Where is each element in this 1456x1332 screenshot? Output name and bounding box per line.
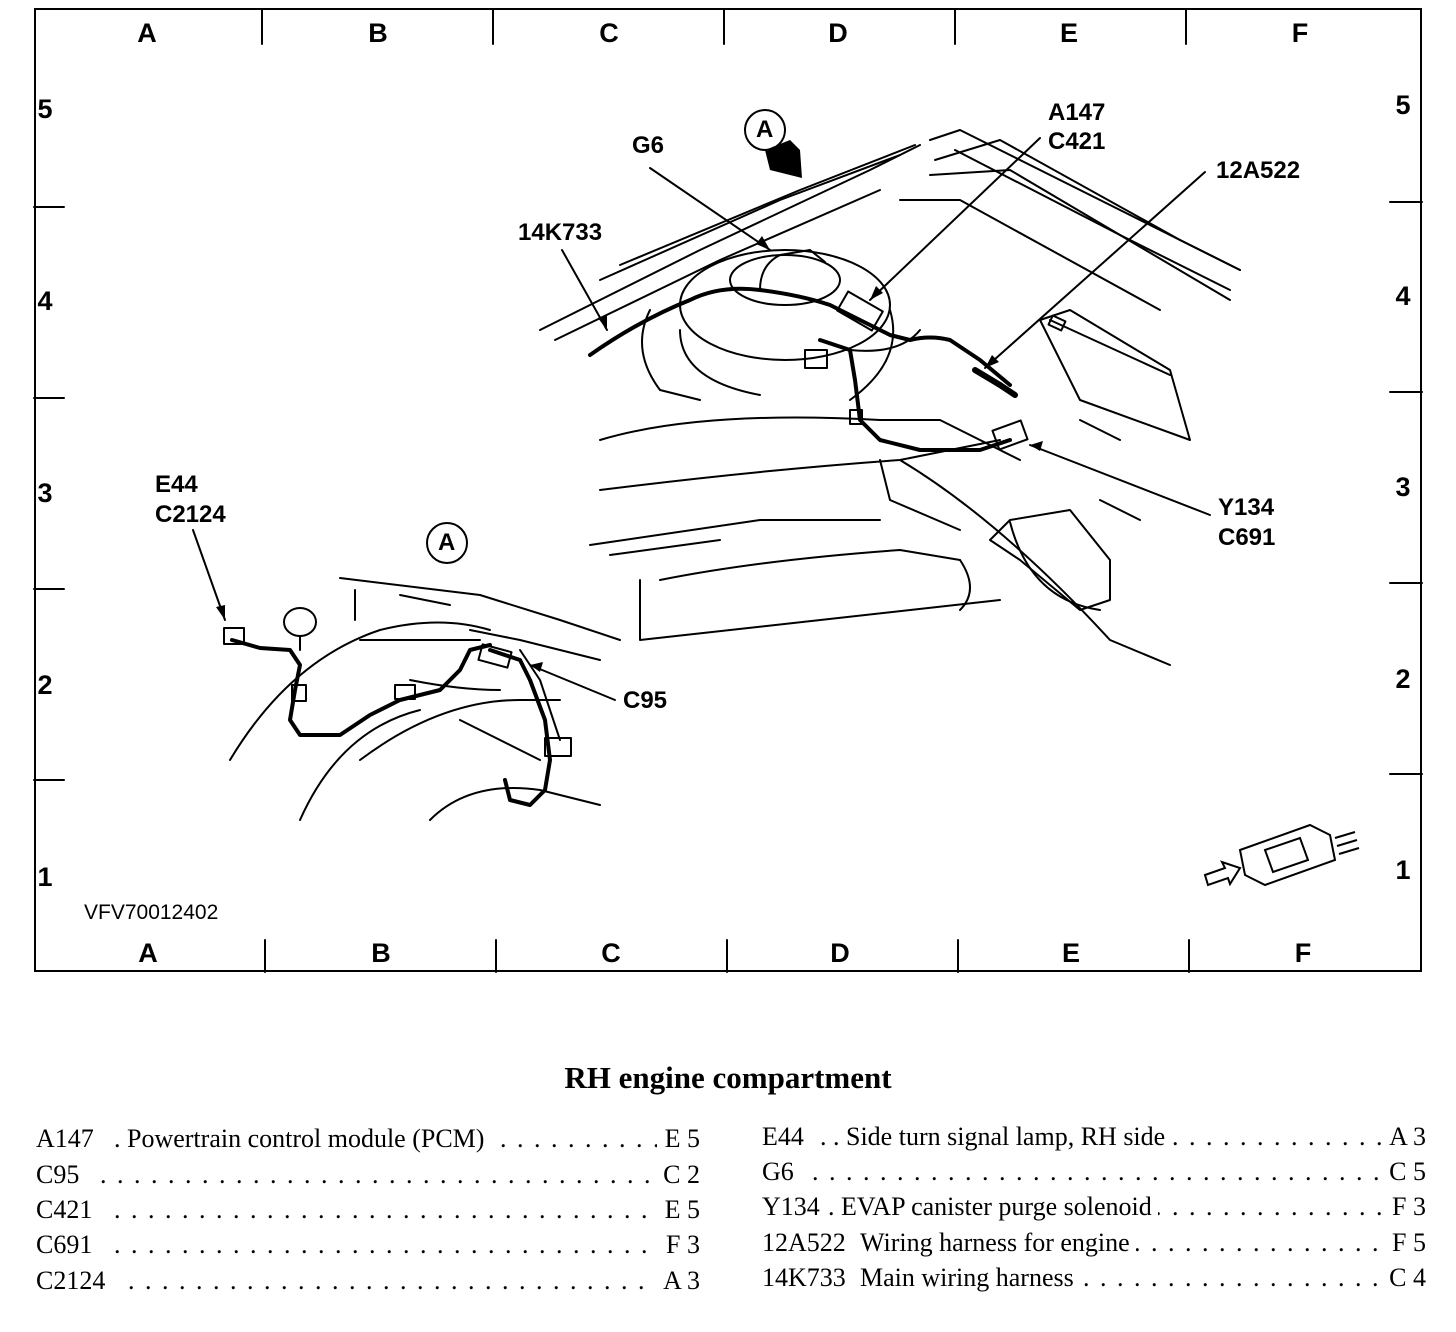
legend-location: C 2 [655, 1160, 700, 1190]
grid-col-top-d: D [828, 18, 848, 48]
legend-item: A147 . . . . . . . . . . . . . . . . . .… [36, 1124, 700, 1158]
legend-code: E44 [762, 1122, 804, 1151]
legend-code: 12A522 [762, 1228, 846, 1257]
grid-row-right-3: 3 [1395, 472, 1411, 502]
legend-location: F 3 [658, 1230, 700, 1260]
grid-row-left-2: 2 [37, 670, 53, 700]
legend-item: 14K733 . . . . . . . . . . . . . . . . .… [762, 1263, 1426, 1297]
legend-item: E44 . . . . . . . . . . . . . . . . . . … [762, 1122, 1426, 1156]
legend-leader-dots: . . . . . . . . . . . . . . . . . . . . … [114, 1230, 700, 1259]
grid-col-top-f: F [1291, 18, 1309, 48]
legend-item: C95 . . . . . . . . . . . . . . . . . . … [36, 1160, 700, 1194]
view-a-marker-top: A [756, 116, 774, 143]
legend-code: C2124 [36, 1266, 106, 1295]
grid-col-bottom-e: E [1061, 938, 1080, 968]
grid-col-bottom-a: A [138, 938, 158, 968]
legend-code: A147 [36, 1124, 94, 1153]
legend-description: . EVAP canister purge solenoid [828, 1192, 1158, 1222]
callout-g6: G6 [632, 132, 665, 159]
grid-row-right-2: 2 [1395, 664, 1411, 694]
grid-row-right-4: 4 [1395, 281, 1411, 311]
legend-leader-dots: . . . . . . . . . . . . . . . . . . . . … [812, 1157, 1426, 1186]
grid-row-left-1: 1 [37, 862, 53, 892]
legend-item: G6 . . . . . . . . . . . . . . . . . . .… [762, 1157, 1426, 1191]
grid-row-left-4: 4 [37, 286, 53, 316]
grid-col-top-b: B [368, 18, 388, 48]
grid-col-top-e: E [1059, 18, 1078, 48]
legend-leader-dots: . . . . . . . . . . . . . . . . . . . . … [114, 1195, 700, 1224]
grid-row-left-5: 5 [37, 94, 53, 124]
legend-item: C421 . . . . . . . . . . . . . . . . . .… [36, 1195, 700, 1229]
legend-item: C691 . . . . . . . . . . . . . . . . . .… [36, 1230, 700, 1264]
legend-code: C95 [36, 1160, 80, 1189]
legend-description: . . Side turn signal lamp, RH side [820, 1122, 1172, 1152]
legend-code: Y134 [762, 1192, 820, 1221]
callout-c691: C691 [1218, 524, 1276, 551]
callout-y134: Y134 [1218, 494, 1275, 521]
callout-a147: A147 [1048, 99, 1106, 126]
legend-location: C 4 [1381, 1263, 1426, 1293]
legend-location: E 5 [656, 1195, 700, 1225]
callout-c2124: C2124 [155, 501, 226, 528]
diagram-caption: RH engine compartment [564, 1060, 892, 1095]
grid-col-bottom-d: D [830, 938, 850, 968]
legend-item: 12A522 . . . . . . . . . . . . . . . . .… [762, 1228, 1426, 1262]
legend-item: C2124 . . . . . . . . . . . . . . . . . … [36, 1266, 700, 1300]
legend-leader-dots: . . . . . . . . . . . . . . . . . . . . … [100, 1160, 700, 1189]
engine-compartment-illustration [33, 9, 1423, 973]
callout-e44: E44 [155, 471, 198, 498]
grid-row-right-5: 5 [1395, 90, 1411, 120]
callout-12a522: 12A522 [1216, 157, 1301, 184]
legend-location: E 5 [656, 1124, 700, 1154]
grid-col-top-a: A [137, 18, 157, 48]
legend-location: A 3 [655, 1266, 700, 1296]
callout-c95: C95 [623, 687, 668, 714]
legend-location: F 5 [1384, 1228, 1426, 1258]
grid-col-bottom-f: F [1294, 938, 1312, 968]
legend-description: . Powertrain control module (PCM) [114, 1124, 491, 1154]
legend-code: C421 [36, 1195, 93, 1224]
figure-id: VFV70012402 [84, 901, 219, 924]
legend-leader-dots: . . . . . . . . . . . . . . . . . . . . … [128, 1266, 700, 1295]
grid-row-right-1: 1 [1395, 855, 1411, 885]
grid-col-bottom-b: B [371, 938, 391, 968]
callout-c421: C421 [1048, 128, 1106, 155]
grid-row-left-3: 3 [37, 478, 53, 508]
grid-col-bottom-c: C [601, 938, 621, 968]
legend-code: G6 [762, 1157, 794, 1186]
vehicle-orientation-icon [1203, 823, 1360, 887]
legend-code: 14K733 [762, 1263, 846, 1292]
legend-description: Main wiring harness [860, 1263, 1080, 1293]
legend-item: Y134 . . . . . . . . . . . . . . . . . .… [762, 1192, 1426, 1226]
grid-col-top-c: C [599, 18, 619, 48]
legend-code: C691 [36, 1230, 93, 1259]
legend-description: Wiring harness for engine [860, 1228, 1136, 1258]
legend-location: A 3 [1381, 1122, 1426, 1152]
legend-location: F 3 [1384, 1192, 1426, 1222]
callout-14k733: 14K733 [518, 219, 603, 246]
legend-location: C 5 [1381, 1157, 1426, 1187]
view-a-marker-bottom: A [438, 529, 456, 556]
